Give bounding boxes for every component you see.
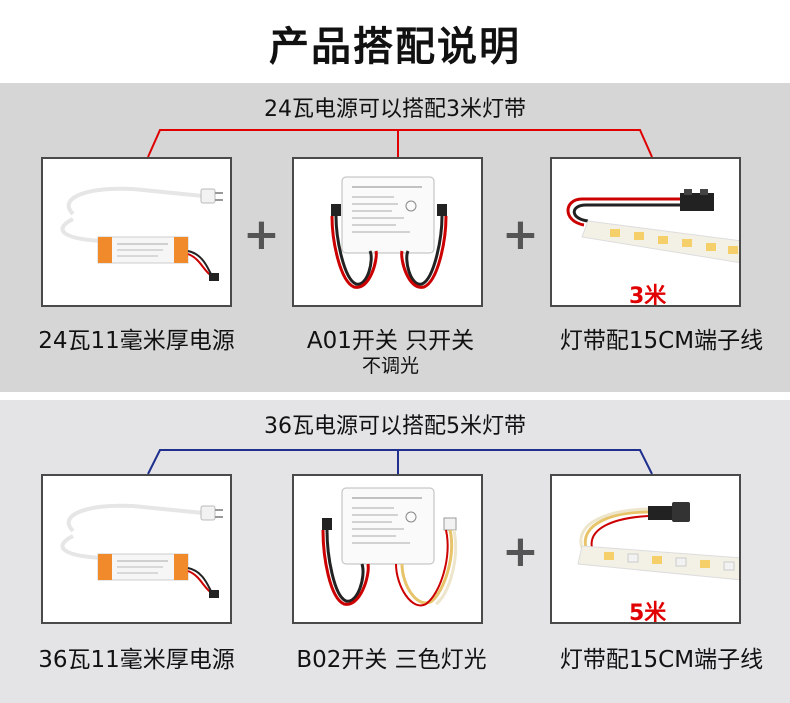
product-caption: 24瓦11毫米厚电源 [38,328,235,354]
product-card-led-strip: 5米 [550,474,741,624]
strip-length-label: 5米 [629,601,667,624]
product-card-switch [292,474,483,624]
page-title: 产品搭配说明 [269,24,521,70]
product-caption: A01开关 只开关 [306,328,475,354]
product-caption: 灯带配15CM端子线 [559,328,764,354]
product-card-power-supply [41,157,232,307]
plus-sign: + [502,526,539,577]
product-card-led-strip: 3米 [550,157,741,307]
section-heading: 36瓦电源可以搭配5米灯带 [264,414,526,439]
product-note: 不调光 [361,355,419,377]
section-24w: 24瓦电源可以搭配3米灯带 + [0,83,790,392]
product-caption: B02开关 三色灯光 [296,647,487,673]
section-heading: 24瓦电源可以搭配3米灯带 [264,97,526,122]
plus-sign: + [243,209,280,260]
led-strip-image [577,502,739,581]
product-caption: 灯带配15CM端子线 [559,647,764,673]
power-supply-image [60,186,223,281]
bracket-connector [147,449,653,475]
led-strip-image [566,189,739,264]
product-card-power-supply [41,474,232,624]
power-supply-image [60,503,223,598]
product-caption: 36瓦11毫米厚电源 [38,647,235,673]
bracket-connector [147,129,653,158]
touch-switch-image [330,176,448,289]
plus-sign: + [502,209,539,260]
product-card-switch [292,157,483,307]
touch-switch-image [321,487,458,607]
section-36w: 36瓦电源可以搭配5米灯带 [0,400,790,703]
strip-length-label: 3米 [629,284,667,307]
